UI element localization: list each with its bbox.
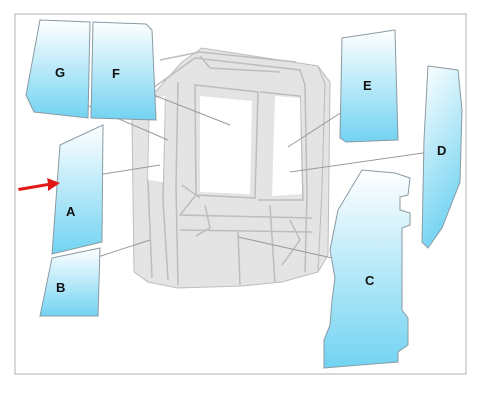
pane-f — [90, 21, 157, 121]
pane-c — [323, 169, 411, 369]
pane-a — [51, 124, 104, 255]
pane-e — [339, 29, 399, 143]
pane-d — [421, 65, 463, 249]
pane-b — [39, 247, 101, 317]
pane-label-a: A — [66, 204, 76, 219]
pane-label-g: G — [55, 65, 65, 80]
pane-label-c: C — [365, 273, 375, 288]
cab-body — [131, 47, 331, 289]
pane-label-e: E — [363, 78, 372, 93]
pane-label-b: B — [56, 280, 65, 295]
red-arrow-icon — [18, 178, 60, 191]
pane-label-f: F — [112, 66, 120, 81]
pane-label-d: D — [437, 143, 446, 158]
pane-g — [25, 19, 91, 119]
